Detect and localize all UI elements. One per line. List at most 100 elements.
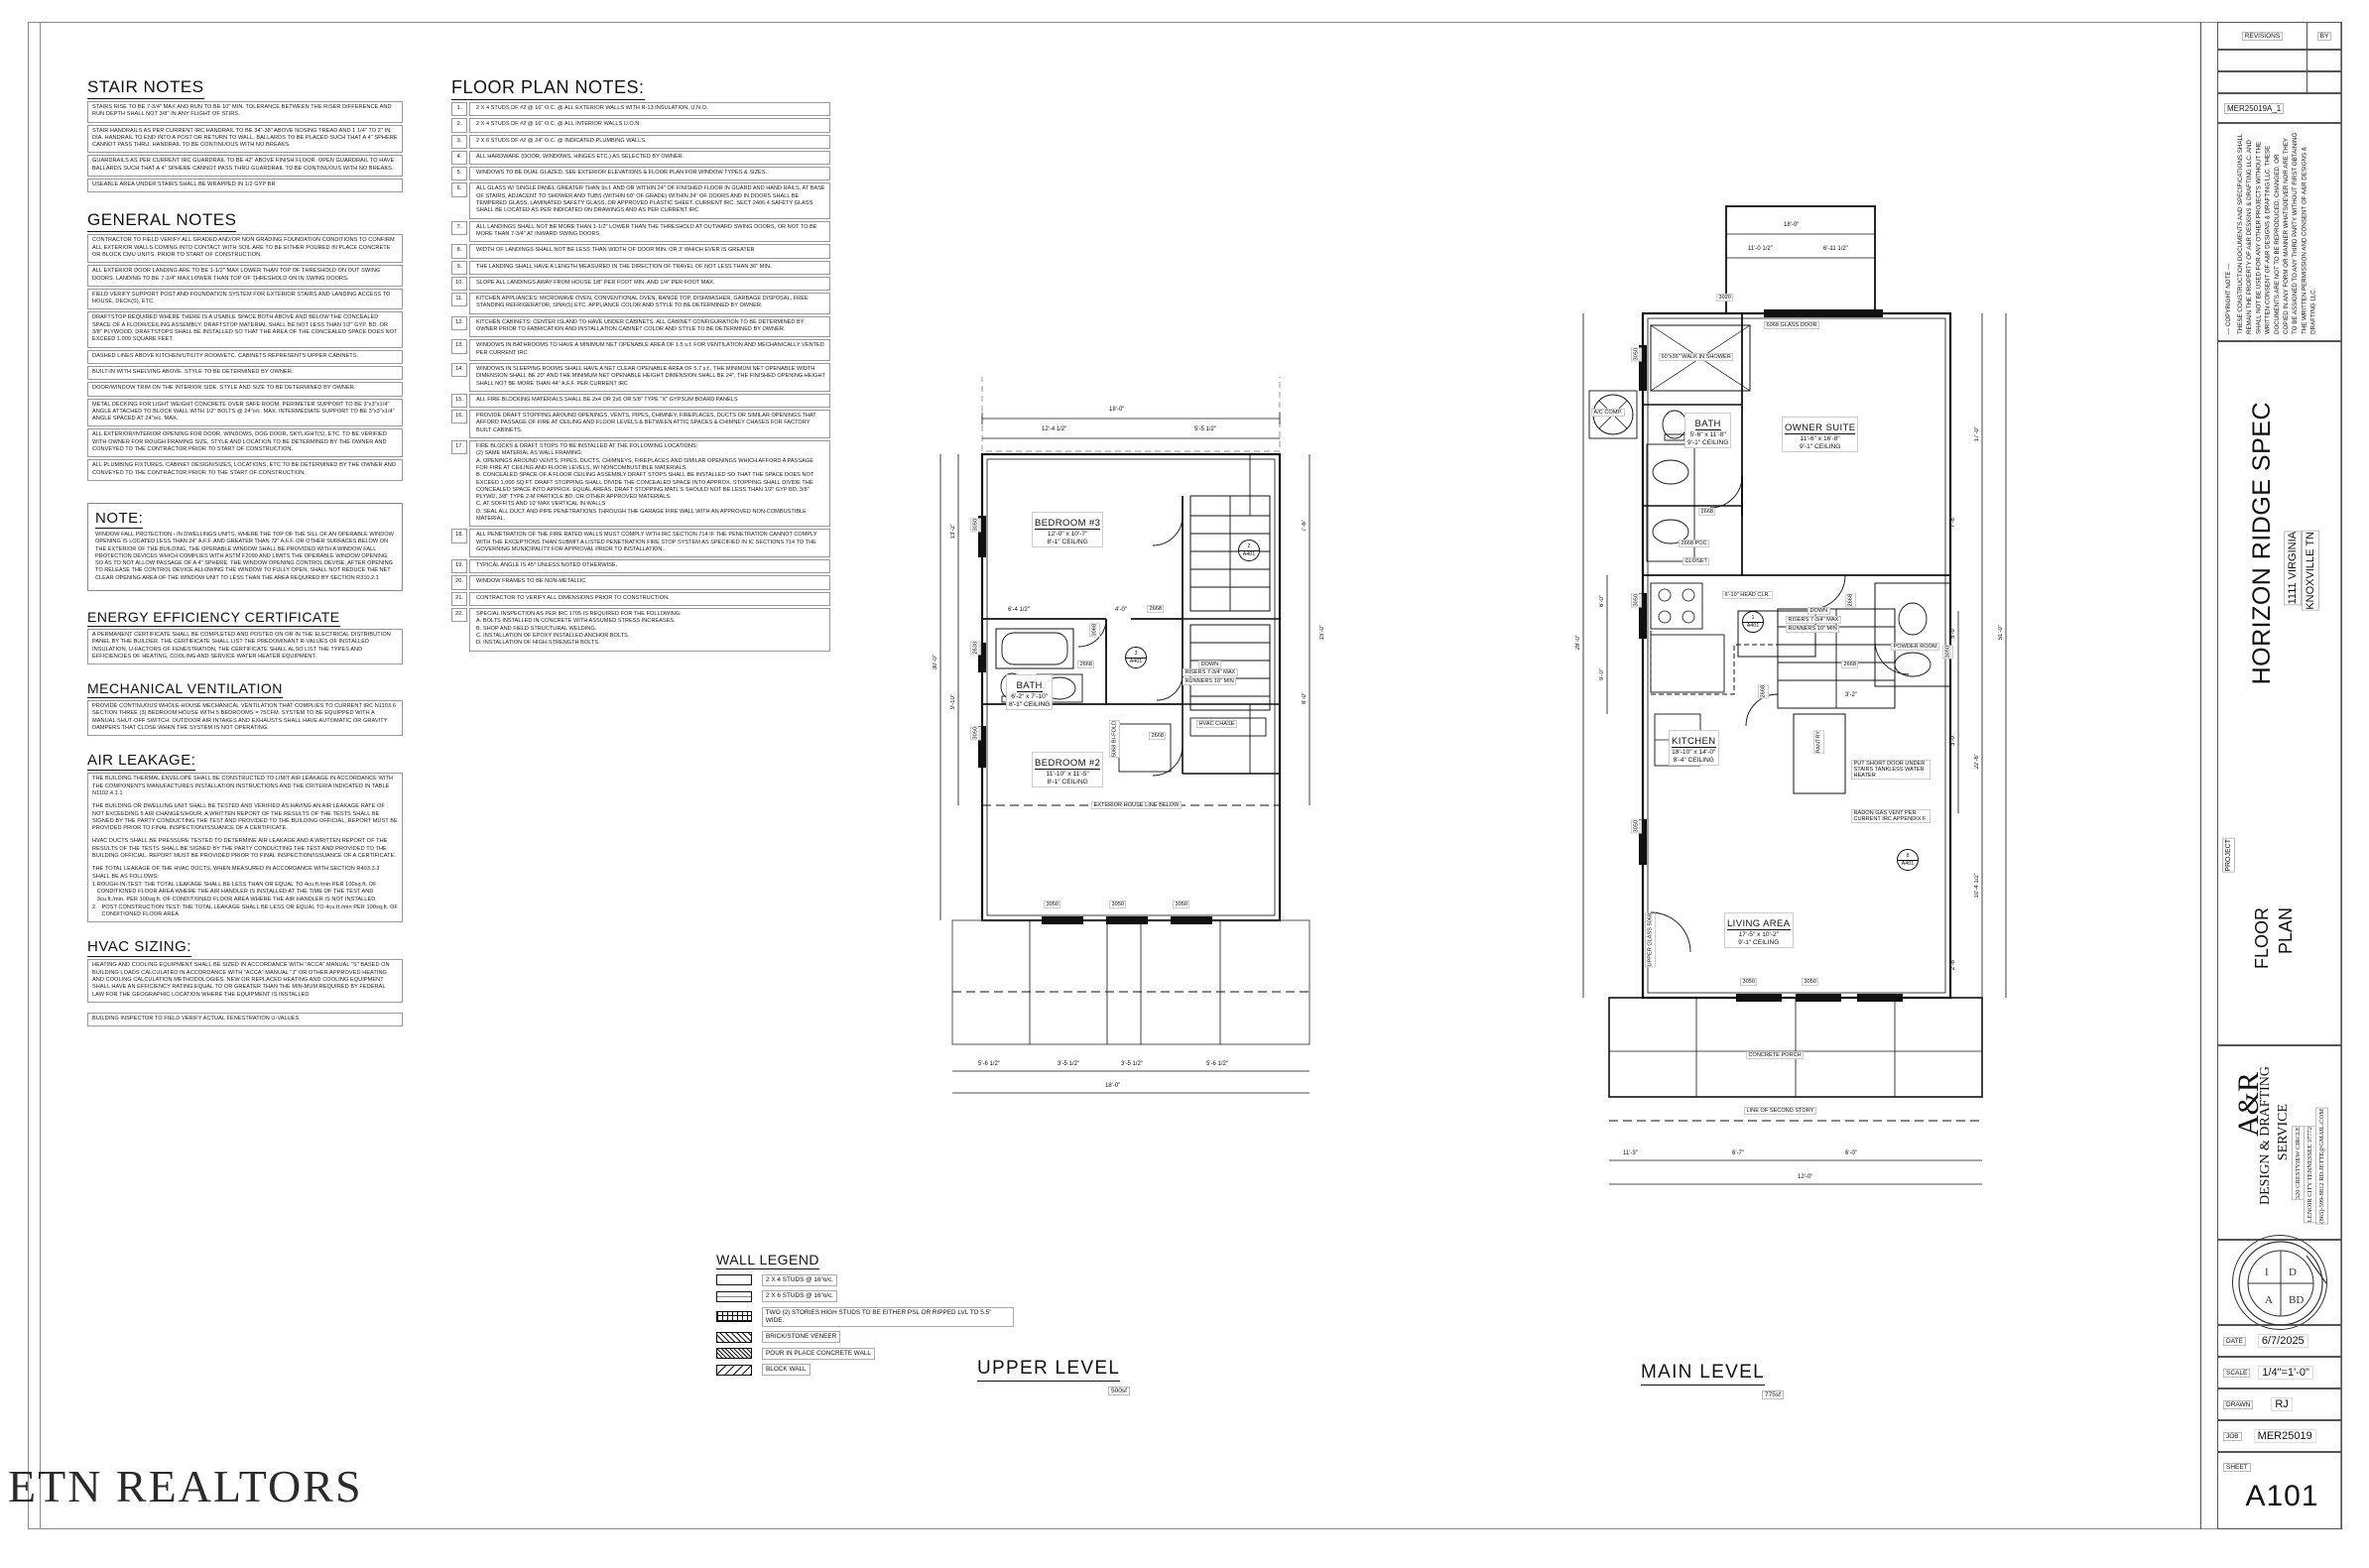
door-tag: 2668 — [1149, 732, 1167, 740]
door-tag: 2668 — [1077, 661, 1095, 668]
main-level-area: 775sf — [1762, 1390, 1784, 1399]
dimension-left: 28'-0" — [1575, 635, 1581, 651]
stair-notes-heading: STAIR NOTES — [87, 77, 204, 99]
dimension-top: 18'-0" — [1109, 407, 1125, 413]
room-label-closet: CLOSET — [1683, 557, 1710, 565]
legend-label: 2 X 6 STUDS @ 16"o/c. — [762, 1290, 838, 1302]
revision-row[interactable] — [2217, 50, 2342, 71]
date-row: DATE 6/7/2025 — [2217, 1325, 2342, 1357]
window-tag: 3050 — [1942, 645, 1953, 660]
note-number: 7. — [451, 220, 467, 235]
note-number: 10. — [451, 276, 467, 292]
note-concrete-porch: CONCRETE PORCH — [1746, 1051, 1805, 1059]
room-dimension: 18'-10" x 14'-0" — [1672, 749, 1716, 756]
mechanical-ventilation-section: MECHANICAL VENTILATION PROVIDE CONTINUOU… — [87, 680, 403, 737]
door-tag: 2668 — [1698, 508, 1716, 516]
note-number: 9. — [451, 260, 467, 275]
wall-swatch-2x6-icon — [716, 1290, 752, 1302]
revisions-label: REVISIONS — [2241, 31, 2284, 41]
floor-plan-note-row: 6.ALL GLASS W/ SINGLE PANEL GREATER THAN… — [451, 182, 830, 219]
legend-label: 2 X 4 STUDS @ 16"o/c. — [762, 1273, 838, 1286]
note-text: 2 X 4 STUDS DF #2 @ 16" O.C. @ ALL EXTER… — [469, 102, 830, 117]
window-tag: 3050 — [1740, 978, 1758, 986]
note-body: WINDOW FALL PROTECTION - IN DWELLINGS UN… — [95, 531, 394, 581]
dimension-top: 6'-11 1/2" — [1823, 246, 1848, 252]
general-note-item: ALL EXTERIOR DOOR LANDING ARE TO BE 1-1/… — [87, 265, 403, 287]
drawn-row: DRAWN RJ — [2217, 1388, 2342, 1420]
note-number: 18. — [451, 529, 467, 543]
note-text: PROVIDE DRAFT STOPPING AROUND OPENINGS, … — [469, 410, 830, 439]
note-tankless-water-heater: PUT SHORT DOOR UNDER STAIRS TANKLESS WAT… — [1851, 760, 1931, 780]
window-tag: 3050 — [1631, 819, 1642, 834]
energy-certificate-section: ENERGY EFFICIENCY CERTIFICATE A PERMANEN… — [87, 609, 403, 665]
legend-label: POUR IN PLACE CONCRETE WALL — [762, 1347, 875, 1360]
general-note-item: ALL EXTERIOR/INTERIOR OPENING FOR DOOR, … — [87, 428, 403, 458]
revision-row[interactable] — [2217, 71, 2342, 93]
floor-plan-note-row: 19.TYPICAL ANGLE IS 45° UNLESS NOTED OTH… — [451, 559, 830, 574]
floor-plan-note-row: 4.ALL HARDWARE (DOOR, WINDOWS, HINGES ET… — [451, 150, 830, 166]
svg-text:I: I — [2265, 1266, 2269, 1278]
note-walk-in-shower: 60"x36" WALK IN SHOWER — [1659, 353, 1734, 361]
note-number: 14. — [451, 362, 467, 378]
floor-plan-note-row: 9.THE LANDING SHALL HAVE A LENGTH MEASUR… — [451, 260, 830, 275]
room-ceiling: 8'-1" CEILING — [1009, 701, 1051, 708]
window-tag: 2630 — [970, 641, 981, 656]
note-text: WINDOW FRAMES TO BE NON-METALLIC. — [469, 575, 830, 590]
hvac-sizing-body: HEATING AND COOLING EQUIPMENT SHALL BE S… — [87, 959, 403, 1003]
certification-seal-icon: I D A BD — [2232, 1235, 2327, 1330]
room-name: BATH — [1016, 680, 1043, 692]
room-ceiling: 9'-1" CEILING — [1687, 439, 1729, 446]
energy-certificate-body: A PERMANENT CERTIFICATE SHALL BE COMPLET… — [87, 628, 403, 665]
room-ceiling: 8'-1" CEILING — [1047, 779, 1088, 785]
note-text: ALL HARDWARE (DOOR, WINDOWS, HINGES ETC.… — [469, 150, 830, 166]
dimension-interior: 6'-4 1/2" — [1008, 607, 1030, 613]
room-ceiling: 8'-4" CEILING — [1673, 757, 1714, 764]
project-address-line-1: 1111 VIRGINIA — [2284, 531, 2302, 606]
room-dimension: 6'-2" x 7'-10" — [1011, 693, 1049, 700]
note-glass-door: 6068 GLASS DOOR — [1764, 321, 1819, 329]
legend-item: POUR IN PLACE CONCRETE WALL — [716, 1347, 1014, 1360]
general-note-item: DRAFTSTOP REQUIRED WHERE THERE IS A USAB… — [87, 311, 403, 348]
legend-item: BLOCK WALL — [716, 1364, 1014, 1376]
note-radon-gas-vent: RADON GAS VENT PER CURRENT IRC APPENDIX … — [1851, 809, 1931, 823]
window-tag: 3050 — [1173, 901, 1190, 908]
main-level-title: MAIN LEVEL — [1641, 1362, 1765, 1386]
scale-value: 1/4"=1'-0" — [2258, 1366, 2313, 1380]
note-text: WINDOWS IN SLEEPING ROOMS SHALL HAVE A N… — [469, 362, 830, 392]
dimension-right: 7'-8" — [1950, 516, 1956, 528]
room-name: KITCHEN — [1672, 736, 1716, 748]
door-tag: 2668 POC — [1679, 540, 1710, 547]
air-leakage-numbered-item: POST CONSTRUCTION TEST: THE TOTAL LEAKAG… — [101, 904, 398, 918]
note-exterior-house-line: EXTERIOR HOUSE LINE BELOW — [1091, 801, 1182, 809]
note-hvac-chase: HVAC CHASE — [1196, 720, 1237, 728]
drawing-id-cell: MER25019A_1 — [2217, 93, 2342, 123]
firm-subtitle-2: SERVICE — [2276, 1104, 2291, 1161]
floor-plan-note-row: 10.SLOPE ALL LANDINGS AWAY FROM HOUSE 1/… — [451, 276, 830, 292]
note-text: 2 X 6 STUDS DF #2 @ 24" O.C. @ INDICATED… — [469, 134, 830, 149]
drawn-label: DRAWN — [2223, 1399, 2254, 1409]
room-ceiling: 9'-1" CEILING — [1800, 443, 1841, 450]
dimension-bottom: 6'-0" — [1845, 1150, 1857, 1156]
door-tag: 2668 — [1758, 684, 1769, 699]
svg-text:BD: BD — [2289, 1294, 2304, 1306]
dimension-left: 6'-0" — [1599, 595, 1605, 607]
door-tag: 5068 BI-FOLD — [1109, 720, 1120, 759]
floor-plan-note-row: 20.WINDOW FRAMES TO BE NON-METALLIC. — [451, 575, 830, 590]
room-label-powder-room: POWDER ROOM — [1891, 643, 1940, 651]
general-note-item: DASHED LINES ABOVE KITCHEN/UTILITY ROOM/… — [87, 349, 403, 364]
door-tag: 2668 — [1841, 661, 1859, 668]
date-label: DATE — [2223, 1336, 2246, 1346]
floor-plan-note-row: 21.CONTRACTOR TO VERIFY ALL DIMENSIONS P… — [451, 591, 830, 607]
dimension-right: 3'-0" — [1950, 734, 1956, 746]
scale-label: SCALE — [2223, 1368, 2251, 1378]
note-number: 1. — [451, 102, 467, 117]
dimension-right: 22'-6" — [1974, 754, 1980, 770]
note-text: ALL GLASS W/ SINGLE PANEL GREATER THAN 9… — [469, 182, 830, 219]
room-label-bath: BATH 5'-6" x 11'-8" 9'-1" CEILING — [1684, 413, 1732, 448]
window-tag: 3050 — [970, 726, 981, 741]
upper-level-plan-svg — [939, 377, 1310, 1094]
room-name: BATH — [1694, 419, 1721, 430]
dimension-top: 11'-0 1/2" — [1748, 246, 1773, 252]
